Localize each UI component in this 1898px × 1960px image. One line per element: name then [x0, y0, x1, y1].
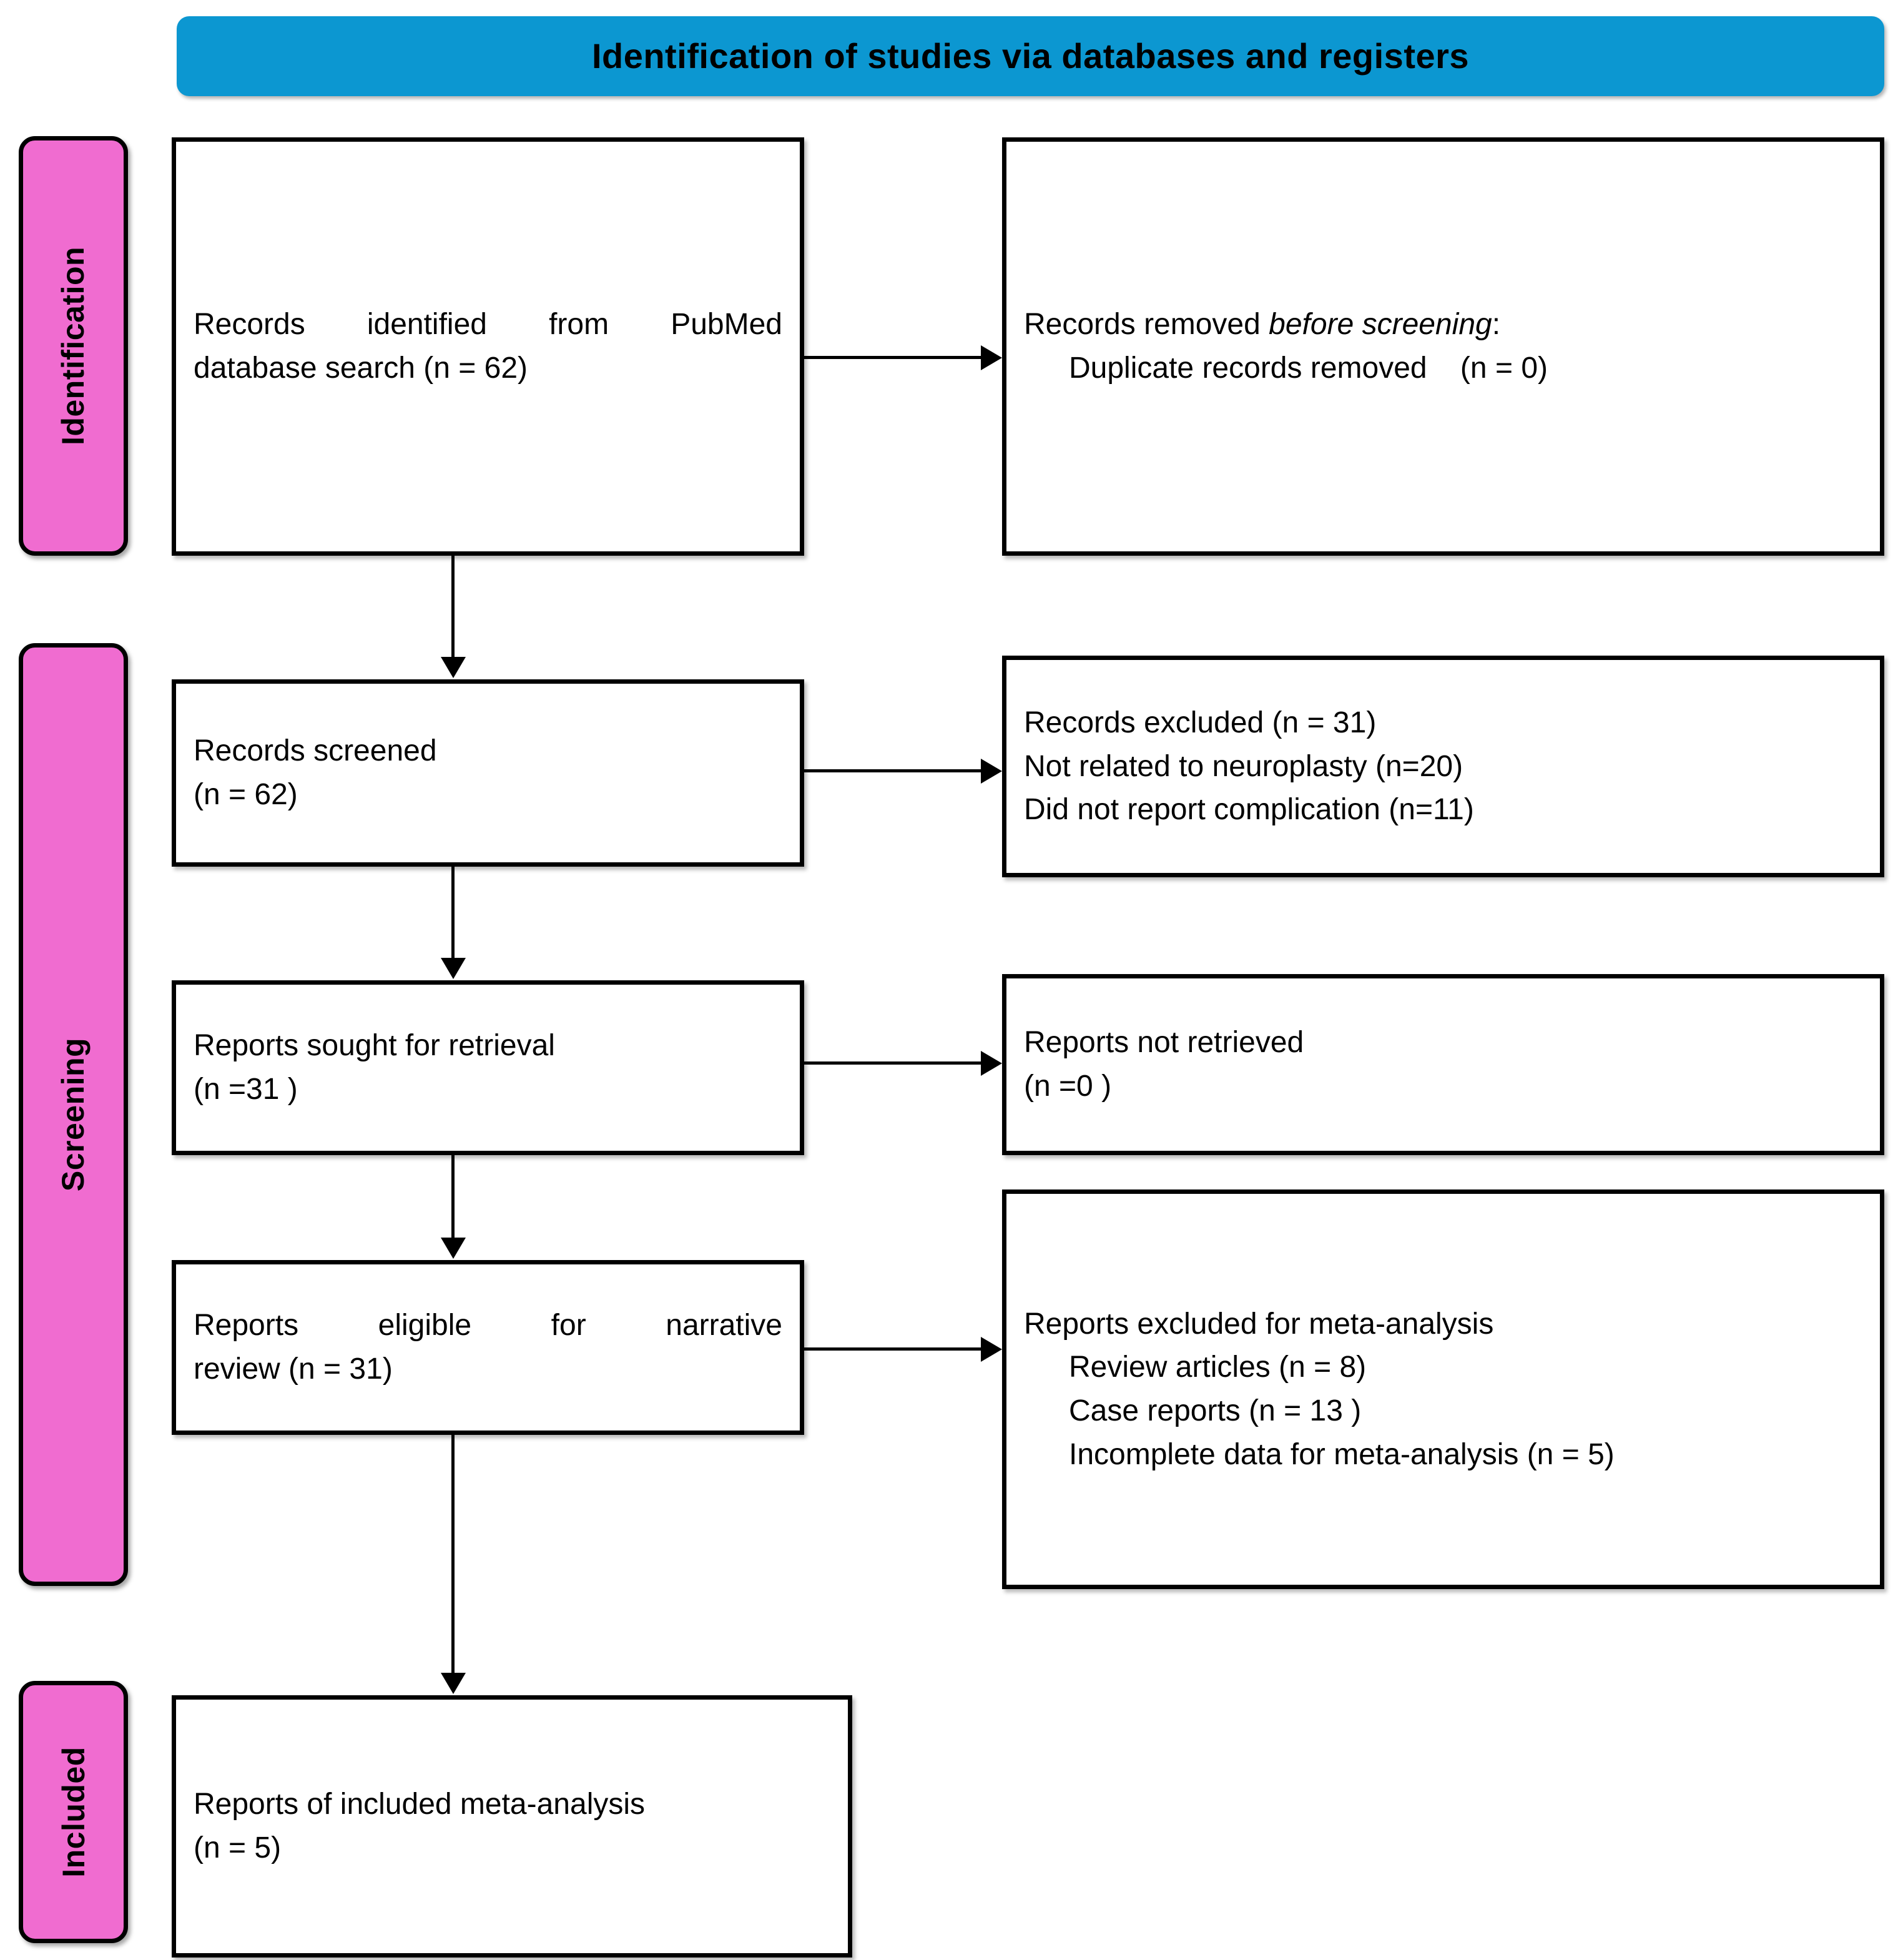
arrow-line — [451, 867, 455, 959]
box-records-removed: Records removed before screening: Duplic… — [1002, 137, 1884, 556]
box-reports-excluded-meta-line1: Reports excluded for meta-analysis — [1024, 1307, 1494, 1341]
box-reports-sought-text: Reports sought for retrieval (n =31 ) — [176, 1024, 800, 1111]
box-reports-not-retrieved-text: Reports not retrieved (n =0 ) — [1006, 1021, 1880, 1108]
box-records-identified-line1: Records identified from PubMed — [194, 308, 782, 342]
arrow-head — [441, 1673, 466, 1694]
box-records-removed-line2: Duplicate records removed (n = 0) — [1069, 352, 1548, 385]
box-records-removed-text: Records removed before screening: Duplic… — [1006, 303, 1880, 390]
box-reports-sought-line2: (n =31 ) — [194, 1073, 298, 1106]
arrow-line — [804, 769, 982, 772]
arrow-head — [981, 759, 1002, 784]
box-reports-excluded-meta: Reports excluded for meta-analysis Revie… — [1002, 1189, 1884, 1589]
arrow-line — [804, 356, 982, 359]
box-reports-eligible-line1: Reports eligible for narrative — [194, 1309, 782, 1342]
box-reports-excluded-meta-line2: Review articles (n = 8) — [1069, 1351, 1367, 1384]
records-removed-suffix: : — [1492, 308, 1501, 342]
arrow-sought-to-not-retrieved — [804, 1051, 1002, 1076]
box-reports-included-line1: Reports of included meta-analysis — [194, 1788, 646, 1821]
box-records-screened-text: Records screened (n = 62) — [176, 729, 800, 816]
box-reports-included-line2: (n = 5) — [194, 1831, 282, 1864]
arrow-line — [804, 1347, 982, 1351]
box-reports-included-text: Reports of included meta-analysis (n = 5… — [176, 1783, 848, 1869]
arrow-line — [451, 556, 455, 658]
diagram-title: Identification of studies via databases … — [591, 36, 1470, 76]
stage-label-screening: Screening — [56, 1037, 91, 1192]
box-reports-not-retrieved-line1: Reports not retrieved — [1024, 1026, 1304, 1060]
box-reports-excluded-meta-line3: Case reports (n = 13 ) — [1069, 1394, 1362, 1427]
box-records-excluded-line3: Did not report complication (n=11) — [1024, 793, 1474, 827]
arrow-head — [441, 958, 466, 979]
box-records-screened: Records screened (n = 62) — [172, 679, 804, 867]
box-reports-not-retrieved: Reports not retrieved (n =0 ) — [1002, 974, 1884, 1155]
arrow-head — [981, 345, 1002, 370]
stage-rail-included: Included — [19, 1681, 128, 1943]
box-records-screened-line2: (n = 62) — [194, 778, 298, 811]
arrow-sought-to-eligible — [441, 1155, 466, 1260]
arrow-identified-to-removed — [804, 345, 1002, 370]
box-reports-excluded-meta-line4: Incomplete data for meta-analysis (n = 5… — [1069, 1437, 1615, 1471]
arrow-line — [804, 1061, 982, 1065]
arrow-head — [441, 1238, 466, 1259]
box-records-identified-text: Records identified from PubMed database … — [176, 303, 800, 390]
box-records-excluded-line1: Records excluded (n = 31) — [1024, 706, 1377, 740]
box-records-removed-line1: Records removed before screening: — [1024, 303, 1862, 347]
box-records-excluded: Records excluded (n = 31) Not related to… — [1002, 656, 1884, 877]
stage-rail-screening: Screening — [19, 643, 128, 1586]
records-removed-prefix: Records removed — [1024, 308, 1269, 342]
box-reports-sought-line1: Reports sought for retrieval — [194, 1029, 555, 1063]
box-reports-excluded-meta-text: Reports excluded for meta-analysis Revie… — [1006, 1303, 1880, 1476]
arrow-screened-to-sought — [441, 867, 466, 980]
stage-rail-identification: Identification — [19, 136, 128, 556]
box-reports-eligible-text: Reports eligible for narrative review (n… — [176, 1304, 800, 1391]
arrow-line — [451, 1155, 455, 1239]
arrow-identified-to-screened — [441, 556, 466, 679]
box-reports-not-retrieved-line2: (n =0 ) — [1024, 1070, 1112, 1103]
box-records-identified: Records identified from PubMed database … — [172, 137, 804, 556]
box-records-screened-line1: Records screened — [194, 734, 437, 768]
box-reports-eligible: Reports eligible for narrative review (n… — [172, 1260, 804, 1435]
box-reports-included: Reports of included meta-analysis (n = 5… — [172, 1695, 852, 1958]
arrow-head — [441, 657, 466, 678]
arrow-screened-to-excluded — [804, 759, 1002, 784]
stage-label-identification: Identification — [56, 246, 91, 446]
box-reports-eligible-line2: review (n = 31) — [194, 1352, 393, 1386]
stage-label-included: Included — [56, 1746, 91, 1878]
before-screening-emphasis: before screening — [1269, 308, 1492, 342]
box-records-excluded-line2: Not related to neuroplasty (n=20) — [1024, 749, 1463, 783]
arrow-head — [981, 1337, 1002, 1362]
box-records-identified-line2: database search (n = 62) — [194, 352, 528, 385]
box-reports-sought: Reports sought for retrieval (n =31 ) — [172, 980, 804, 1155]
arrow-head — [981, 1051, 1002, 1076]
box-records-excluded-text: Records excluded (n = 31) Not related to… — [1006, 701, 1880, 832]
arrow-line — [451, 1435, 455, 1674]
arrow-eligible-to-meta-excluded — [804, 1337, 1002, 1362]
diagram-header-banner: Identification of studies via databases … — [177, 16, 1884, 96]
arrow-eligible-to-included — [441, 1435, 466, 1695]
